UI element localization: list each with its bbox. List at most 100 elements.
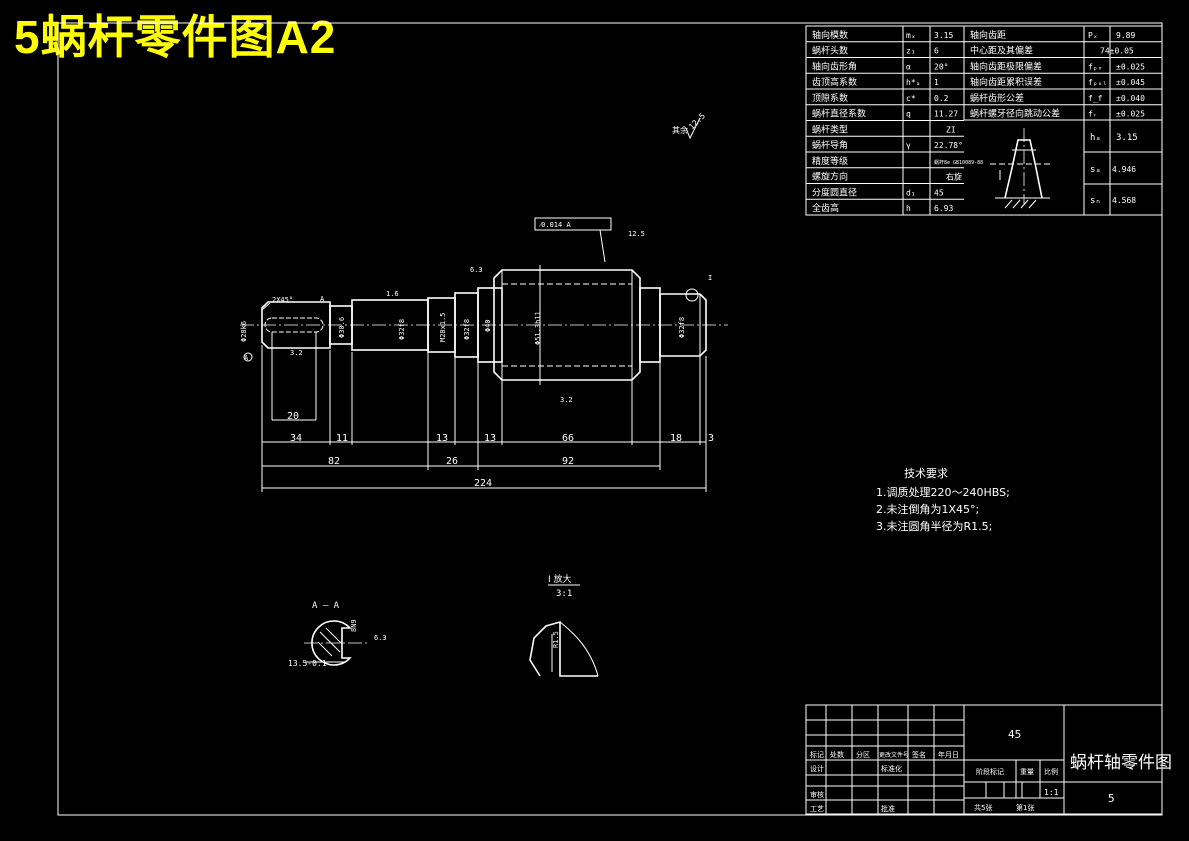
param-r-sym-2: fₚₓ [1088,62,1102,71]
tb-head-sign: 签名 [912,750,926,759]
roughness-rest-value: 12.5 [687,111,707,131]
param-sym-5: q [906,110,911,119]
dim-11: 11 [336,433,348,444]
param-name-2: 轴向齿形角 [812,60,857,72]
section-a-dim: 13.5-0.1 [288,659,327,668]
param-val-9: 右旋 [946,172,962,182]
dim-20: 20 [287,411,299,422]
diam-phi32f8-c: Φ32f8 [678,317,686,338]
param-r-name-4: 蜗杆齿形公差 [970,92,1024,104]
chamfer-label: 2X45° [272,296,293,304]
param-val-11: 6.93 [934,204,953,213]
diam-phi28k6: Φ28k6 [240,321,248,342]
tooth-val-sa: 4.946 [1112,165,1136,174]
tb-head-mark: 标记 [810,750,824,759]
tb-review: 审核 [810,790,824,799]
roughness-rest: 其余 [672,125,688,135]
dimension-labels: 20 34 11 13 13 66 18 3 82 26 92 224 [287,411,714,489]
param-sym-4: c* [906,94,916,103]
tb-scale: 1:1 [1044,788,1059,797]
dim-13b: 13 [484,433,496,444]
param-name-11: 全齿高 [812,202,839,214]
tolerance-frame-text: ⁄0.014 A [538,221,571,229]
dim-26: 26 [446,456,458,467]
dim-66: 66 [562,433,574,444]
annotations: 2X45° ⁄0.014 A 其余 12.5 A A I 1.6 3.2 3.2… [243,111,712,404]
tolerance-frame [534,217,612,231]
tb-approve: 批准 [881,804,895,813]
dim-82: 82 [328,456,340,467]
section-a-a: A — A 13.5-0.1 8N9 6.3 [288,601,387,668]
param-name-9: 螺旋方向 [812,171,848,183]
tb-drawing-no: 5 [1108,792,1115,805]
param-val-5: 11.27 [934,110,958,119]
tb-stage: 阶段标记 [976,767,1004,776]
param-sym-7: γ [906,141,911,150]
detail-label: I 放大 [548,573,572,585]
param-val-8: 蜗杆8e GB10089-88 [934,159,983,166]
tb-sheets: 共5张 [974,803,992,812]
drawing-frame [57,22,1163,816]
dim-224: 224 [474,478,492,489]
diam-phi51: Φ51.3h11 [534,311,542,345]
tb-head-date: 年月日 [938,750,959,759]
param-r-val-4: ±0.040 [1116,94,1145,103]
technical-requirements: 技术要求 1.调质处理220～240HBS; 2.未注倒角为1X45°; 3.未… [876,467,1010,533]
param-val-2: 20° [934,62,948,71]
diam-m28: M28x1.5 [439,312,447,342]
param-name-4: 顶隙系数 [812,92,848,104]
tb-scale-label: 比例 [1044,767,1058,776]
dim-13a: 13 [436,433,448,444]
param-val-4: 0.2 [934,94,949,103]
param-name-6: 蜗杆类型 [812,123,848,135]
shaft-main-view [240,265,728,385]
param-r-name-5: 蜗杆螺牙径向跳动公差 [970,108,1060,120]
dim-92: 92 [562,456,574,467]
param-r-sym-4: f_f [1088,94,1103,103]
param-sym-2: α [906,62,911,71]
tooth-sym-sa: sₐ [1090,165,1101,175]
diam-phi32f8-b: Φ32f8 [463,319,471,340]
tooth-val-sn: 4.568 [1112,196,1136,205]
param-name-7: 蜗杆导角 [812,139,848,151]
tb-craft: 工艺 [810,805,824,813]
param-name-0: 轴向模数 [812,29,848,41]
param-r-sym-0: Pₓ [1088,31,1098,40]
tb-head-zone: 分区 [856,750,870,759]
detail-radius: R1.5 [552,631,560,648]
tooth-sym-ha: hₐ [1090,133,1101,143]
rough-3-2-b: 3.2 [560,396,573,404]
dim-34: 34 [290,433,302,444]
dim-18: 18 [670,433,682,444]
param-r-val-3: ±0.045 [1116,78,1145,87]
param-r-name-3: 轴向齿距累积误差 [970,76,1042,88]
param-r-val-5: ±0.025 [1116,110,1145,119]
param-val-1: 6 [934,47,939,56]
tb-material: 45 [1008,728,1021,741]
param-r-sym-5: fᵣ [1088,110,1098,119]
tb-std: 标准化 [881,764,902,773]
tb-weight: 重量 [1020,768,1034,776]
title-block: 标记 处数 分区 更改文件号 签名 年月日 设计 标准化 审核 工艺 批准 阶段… [805,704,1172,815]
param-name-1: 蜗杆头数 [812,45,848,57]
param-r-val-1: 74±0.05 [1100,47,1134,56]
rough-3-2-a: 3.2 [290,349,303,357]
param-name-10: 分度圆直径 [812,186,857,198]
tb-head-count: 处数 [830,750,844,759]
param-sym-10: d₁ [906,188,916,197]
param-val-0: 3.15 [934,31,953,40]
tech-req-item-2: 2.未注倒角为1X45°; [876,502,979,516]
param-r-name-2: 轴向齿距极限偏差 [970,60,1042,72]
param-val-10: 45 [934,188,944,197]
drawing-banner-title: 5蜗杆零件图A2 [14,11,337,63]
rough-1-6: 1.6 [386,290,399,298]
param-r-val-0: 9.89 [1116,31,1135,40]
tb-part-name: 蜗杆轴零件图 [1070,753,1172,773]
detail-scale: 3:1 [556,589,572,599]
dimension-lines [261,332,707,492]
param-name-3: 齿顶高系数 [812,76,857,88]
tooth-val-ha: 3.15 [1116,133,1138,143]
param-val-6: ZI [946,125,956,134]
